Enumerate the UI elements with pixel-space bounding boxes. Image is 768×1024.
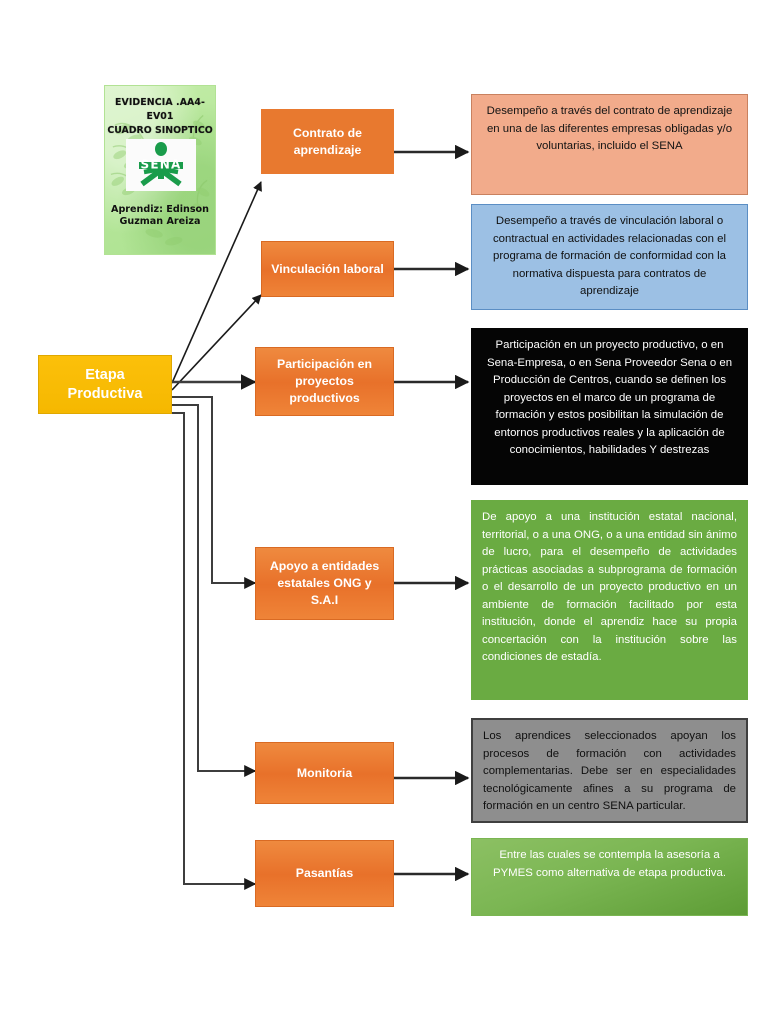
connector-root-to-monitoria (172, 404, 257, 777)
desc-text-apoyo: De apoyo a una institución estatal nacio… (482, 511, 737, 663)
connector-root-to-pasantias (172, 412, 257, 890)
cat-label-vinculacion: Vinculación laboral (271, 261, 384, 276)
student-line1: Aprendiz: Edinson (111, 204, 209, 215)
cover-title-line2: CUADRO SINOPTICO (107, 125, 213, 136)
desc-pasantias: Entre las cuales se contempla la asesorí… (471, 838, 748, 916)
desc-vinculacion-laboral: Desempeño a través de vinculación labora… (471, 204, 748, 310)
sena-logo: SENA (126, 139, 196, 191)
node-pasantias[interactable]: Pasantías (255, 840, 394, 907)
node-vinculacion-laboral[interactable]: Vinculación laboral (261, 241, 394, 297)
student-line2: Guzman Areiza (119, 216, 201, 227)
svg-text:SENA: SENA (141, 158, 182, 172)
cover-student-name: Aprendiz: Edinson Guzman Areiza (105, 204, 215, 228)
desc-contrato-de-aprendizaje: Desempeño a través del contrato de apren… (471, 94, 748, 195)
desc-text-vinculacion: Desempeño a través de vinculación labora… (492, 215, 727, 297)
desc-apoyo-entidades: De apoyo a una institución estatal nacio… (471, 500, 748, 700)
root-label-line2: Productiva (67, 385, 143, 402)
desc-text-pasantias: Entre las cuales se contempla la asesorí… (492, 849, 726, 879)
node-monitoria[interactable]: Monitoria (255, 742, 394, 804)
cover-card: EVIDENCIA .AA4-EV01 CUADRO SINOPTICO SEN… (104, 85, 216, 255)
cat-label-pasantias: Pasantías (295, 866, 354, 880)
desc-text-monitoria: Los aprendices seleccionados apoyan los … (483, 730, 736, 812)
root-label-line1: Etapa (85, 366, 125, 383)
node-etapa-productiva[interactable]: Etapa Productiva (38, 355, 172, 414)
desc-monitoria: Los aprendices seleccionados apoyan los … (471, 718, 748, 823)
desc-participacion-proyectos: Participación en un proyecto productivo,… (471, 328, 748, 485)
connector-root-to-vinculacion (171, 294, 262, 391)
cover-title-line1: EVIDENCIA .AA4-EV01 (114, 97, 206, 122)
desc-text-contrato: Desempeño a través del contrato de apren… (486, 105, 733, 152)
desc-text-proyectos: Participación en un proyecto productivo,… (486, 339, 733, 456)
connector-root-to-apoyo (172, 396, 257, 589)
cat-label-monitoria: Monitoria (296, 765, 353, 780)
